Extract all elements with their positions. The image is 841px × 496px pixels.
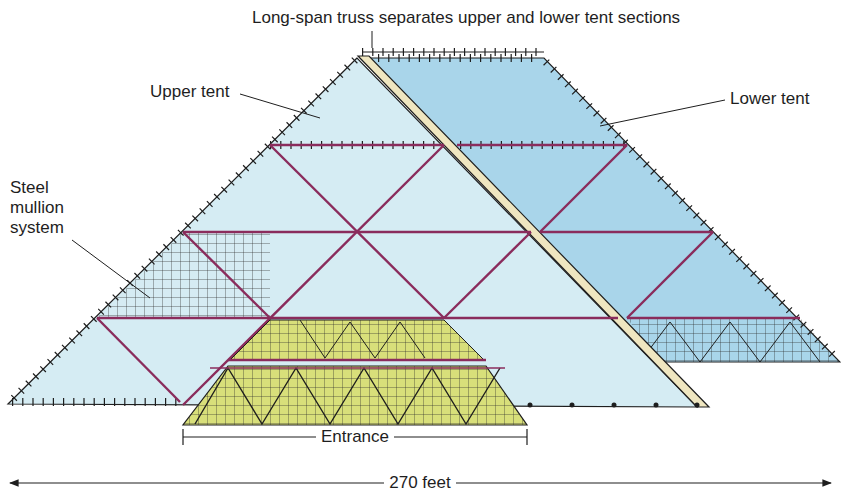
part-label: Lower tent <box>730 89 809 109</box>
truss-zigzag <box>195 368 500 424</box>
mullion-grid <box>230 320 484 360</box>
anchor-dots <box>528 403 700 408</box>
part-label: Steel mullion system <box>10 178 82 238</box>
truss-zigzag <box>300 320 425 358</box>
mullion-grid <box>183 366 527 425</box>
mullion-grid <box>97 232 270 318</box>
tick-marks <box>10 58 838 402</box>
entrance-block <box>183 366 527 425</box>
leader-line <box>72 31 725 298</box>
structural-lines <box>210 367 505 369</box>
structural-lines <box>228 359 486 361</box>
truss-top <box>362 51 544 52</box>
part-label: Upper tent <box>150 82 229 102</box>
dimension-label: 270 feet <box>384 473 455 493</box>
entrance-canopy <box>230 320 484 360</box>
dimension-label: Entrance <box>316 427 394 447</box>
callout-label: Long-span truss separates upper and lowe… <box>252 8 680 28</box>
truss-zigzag <box>640 322 820 362</box>
